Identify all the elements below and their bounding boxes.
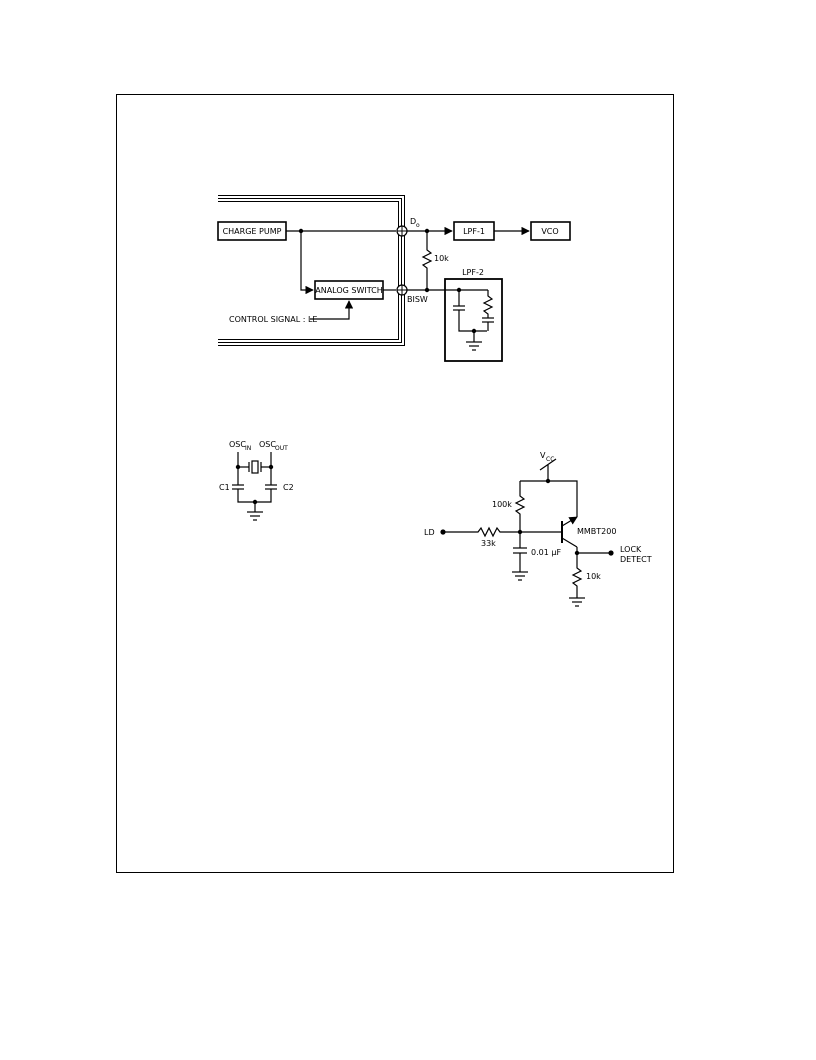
osc-in-label: OSC (229, 440, 246, 449)
osc-out-label: OSC (259, 440, 276, 449)
vcc-label: V (540, 451, 546, 460)
charge-pump-block: CHARGE PUMP (217, 221, 287, 241)
lpf1-label: LPF-1 (463, 227, 485, 236)
osc-in-subscript: IN (245, 445, 251, 452)
vcc-subscript: CC (546, 456, 554, 463)
lock-detect-label-line1: LOCK (620, 545, 642, 554)
lock-detect-circuit: V CC 100k LD 33k 0.01 µF MMBT200 (424, 451, 652, 607)
do-pin-label: D (410, 217, 416, 226)
c1-label: C1 (219, 483, 230, 492)
ld-label: LD (424, 528, 435, 537)
lpf2-network: LPF-2 (444, 268, 503, 362)
do-pin-subscript: o (416, 222, 420, 229)
crystal-oscillator-circuit: OSC IN OSC OUT C1 C2 (219, 440, 294, 521)
resistor-10k-label: 10k (434, 254, 449, 263)
page-frame (116, 94, 674, 873)
control-signal-label: CONTROL SIGNAL : LE (229, 315, 317, 324)
do-pin: D o (396, 217, 420, 237)
analog-switch-label: ANALOG SWITCH (315, 286, 383, 295)
r-33k-label: 33k (481, 539, 496, 548)
lpf1-block: LPF-1 (453, 221, 495, 241)
osc-out-subscript: OUT (275, 445, 288, 452)
pnp-transistor: MMBT200 (561, 516, 616, 548)
c2-label: C2 (283, 483, 294, 492)
charge-pump-label: CHARGE PUMP (223, 227, 282, 236)
vco-block: VCO (530, 221, 571, 241)
chip-outline (218, 195, 405, 346)
crystal (238, 460, 271, 474)
transistor-label: MMBT200 (577, 527, 616, 536)
pll-filter-diagram: CHARGE PUMP ANALOG SWITCH CONTROL SIGNAL… (217, 195, 571, 362)
vco-label: VCO (541, 227, 558, 236)
r-10k-label: 10k (586, 572, 601, 581)
lock-detect-label-line2: DETECT (620, 555, 652, 564)
r-100k-label: 100k (492, 500, 512, 509)
resistor-10k-pll: 10k (421, 231, 449, 290)
analog-switch-block: ANALOG SWITCH (314, 280, 384, 300)
bisw-pin-label: BISW (407, 295, 428, 304)
cap-label: 0.01 µF (531, 548, 561, 557)
lpf2-label: LPF-2 (462, 268, 484, 277)
